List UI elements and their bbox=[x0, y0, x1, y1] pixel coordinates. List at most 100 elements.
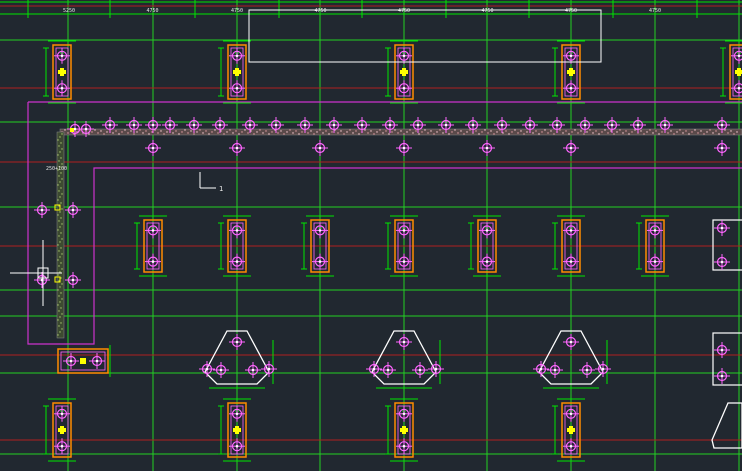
pile-marker-icon[interactable] bbox=[380, 362, 396, 378]
pile-marker-icon[interactable] bbox=[479, 253, 495, 270]
pile-marker-icon[interactable] bbox=[268, 117, 284, 133]
pile-marker-icon[interactable] bbox=[65, 202, 81, 218]
pile-marker-icon[interactable] bbox=[563, 80, 579, 97]
pile-marker-icon[interactable] bbox=[145, 117, 161, 133]
pile-marker-icon[interactable] bbox=[326, 117, 342, 133]
pile-marker-icon[interactable] bbox=[563, 438, 579, 455]
pile-marker-icon[interactable] bbox=[54, 47, 70, 64]
pile-marker-icon[interactable] bbox=[731, 47, 742, 64]
pile-marker-icon[interactable] bbox=[34, 272, 50, 288]
pile-marker-icon[interactable] bbox=[212, 117, 228, 133]
pile-marker-icon[interactable] bbox=[63, 353, 79, 369]
pile-caps[interactable] bbox=[43, 40, 742, 462]
pile-marker-icon[interactable] bbox=[714, 220, 730, 236]
pile-marker-icon[interactable] bbox=[647, 222, 663, 239]
pile-marker-icon[interactable] bbox=[245, 362, 261, 378]
pile-cap-icon[interactable] bbox=[385, 398, 418, 462]
pile-marker-icon[interactable] bbox=[229, 253, 245, 270]
pile-marker-icon[interactable] bbox=[242, 117, 258, 133]
pile-marker-icon[interactable] bbox=[78, 121, 94, 137]
pile-marker-icon[interactable] bbox=[563, 253, 579, 270]
pile-marker-icon[interactable] bbox=[199, 361, 215, 377]
pile-marker-icon[interactable] bbox=[714, 342, 730, 358]
pile-marker-icon[interactable] bbox=[410, 117, 426, 133]
pile-marker-icon[interactable] bbox=[412, 362, 428, 378]
pile-marker-icon[interactable] bbox=[479, 140, 495, 156]
pile-marker-icon[interactable] bbox=[354, 117, 370, 133]
pile-marker-icon[interactable] bbox=[396, 253, 412, 270]
pile-cap-icon[interactable] bbox=[301, 215, 334, 277]
pile-marker-icon[interactable] bbox=[89, 353, 105, 369]
pile-marker-icon[interactable] bbox=[312, 222, 328, 239]
pile-marker-icon[interactable] bbox=[229, 140, 245, 156]
pile-marker-icon[interactable] bbox=[297, 117, 313, 133]
pile-marker-icon[interactable] bbox=[186, 117, 202, 133]
pile-marker-icon[interactable] bbox=[396, 140, 412, 156]
pile-cap-icon[interactable] bbox=[43, 40, 76, 104]
pile-cap-icon[interactable] bbox=[720, 40, 742, 104]
pile-marker-icon[interactable] bbox=[563, 222, 579, 239]
pile-marker-icon[interactable] bbox=[162, 117, 178, 133]
pile-cap-icon[interactable] bbox=[218, 398, 251, 462]
pile-marker-icon[interactable] bbox=[714, 368, 730, 384]
pile-marker-icon[interactable] bbox=[54, 80, 70, 97]
pile-cap-icon[interactable] bbox=[43, 398, 76, 462]
pile-cap-icon[interactable] bbox=[134, 215, 167, 277]
pile-cap-icon[interactable] bbox=[468, 215, 501, 277]
pile-cap-icon[interactable] bbox=[636, 215, 669, 277]
pile-marker-icon[interactable] bbox=[229, 222, 245, 239]
pile-marker-icon[interactable] bbox=[563, 140, 579, 156]
pile-marker-icon[interactable] bbox=[731, 80, 742, 97]
pile-marker-icon[interactable] bbox=[396, 334, 412, 350]
pile-marker-icon[interactable] bbox=[479, 222, 495, 239]
pile-marker-icon[interactable] bbox=[229, 405, 245, 422]
pile-cap-icon[interactable] bbox=[385, 40, 418, 104]
pile-marker-icon[interactable] bbox=[714, 254, 730, 270]
pile-marker-icon[interactable] bbox=[229, 47, 245, 64]
pile-marker-icon[interactable] bbox=[563, 405, 579, 422]
triangular-pile-cap-icon[interactable] bbox=[204, 330, 274, 389]
pile-marker-icon[interactable] bbox=[65, 272, 81, 288]
pile-marker-icon[interactable] bbox=[396, 80, 412, 97]
pile-marker-icon[interactable] bbox=[54, 405, 70, 422]
pile-markers[interactable] bbox=[34, 47, 742, 455]
pile-marker-icon[interactable] bbox=[579, 362, 595, 378]
pile-marker-icon[interactable] bbox=[382, 117, 398, 133]
pile-marker-icon[interactable] bbox=[630, 117, 646, 133]
pile-marker-icon[interactable] bbox=[549, 117, 565, 133]
pile-marker-icon[interactable] bbox=[213, 362, 229, 378]
pile-marker-icon[interactable] bbox=[261, 361, 277, 377]
pile-marker-icon[interactable] bbox=[229, 438, 245, 455]
pile-marker-icon[interactable] bbox=[465, 117, 481, 133]
pile-marker-icon[interactable] bbox=[229, 80, 245, 97]
pile-marker-icon[interactable] bbox=[312, 140, 328, 156]
pile-marker-icon[interactable] bbox=[54, 438, 70, 455]
pile-marker-icon[interactable] bbox=[577, 117, 593, 133]
pile-cap-icon[interactable] bbox=[552, 40, 585, 104]
pile-marker-icon[interactable] bbox=[34, 202, 50, 218]
pile-marker-icon[interactable] bbox=[396, 438, 412, 455]
pile-marker-icon[interactable] bbox=[438, 117, 454, 133]
pile-marker-icon[interactable] bbox=[714, 140, 730, 156]
pile-marker-icon[interactable] bbox=[145, 222, 161, 239]
pile-marker-icon[interactable] bbox=[396, 47, 412, 64]
pile-marker-icon[interactable] bbox=[714, 117, 730, 133]
pile-marker-icon[interactable] bbox=[396, 405, 412, 422]
pile-marker-icon[interactable] bbox=[522, 117, 538, 133]
pile-marker-icon[interactable] bbox=[145, 253, 161, 270]
pile-marker-icon[interactable] bbox=[657, 117, 673, 133]
pile-marker-icon[interactable] bbox=[563, 334, 579, 350]
pile-marker-icon[interactable] bbox=[312, 253, 328, 270]
pile-marker-icon[interactable] bbox=[229, 334, 245, 350]
triangular-pile-cap-icon[interactable] bbox=[371, 330, 441, 389]
pile-cap-icon[interactable] bbox=[57, 345, 111, 377]
pile-marker-icon[interactable] bbox=[126, 117, 142, 133]
pile-marker-icon[interactable] bbox=[533, 361, 549, 377]
pile-marker-icon[interactable] bbox=[428, 361, 444, 377]
pile-marker-icon[interactable] bbox=[604, 117, 620, 133]
pile-marker-icon[interactable] bbox=[145, 140, 161, 156]
triangular-pile-cap-icon[interactable] bbox=[538, 330, 608, 389]
pile-marker-icon[interactable] bbox=[647, 253, 663, 270]
pile-cap-icon[interactable] bbox=[552, 398, 585, 462]
